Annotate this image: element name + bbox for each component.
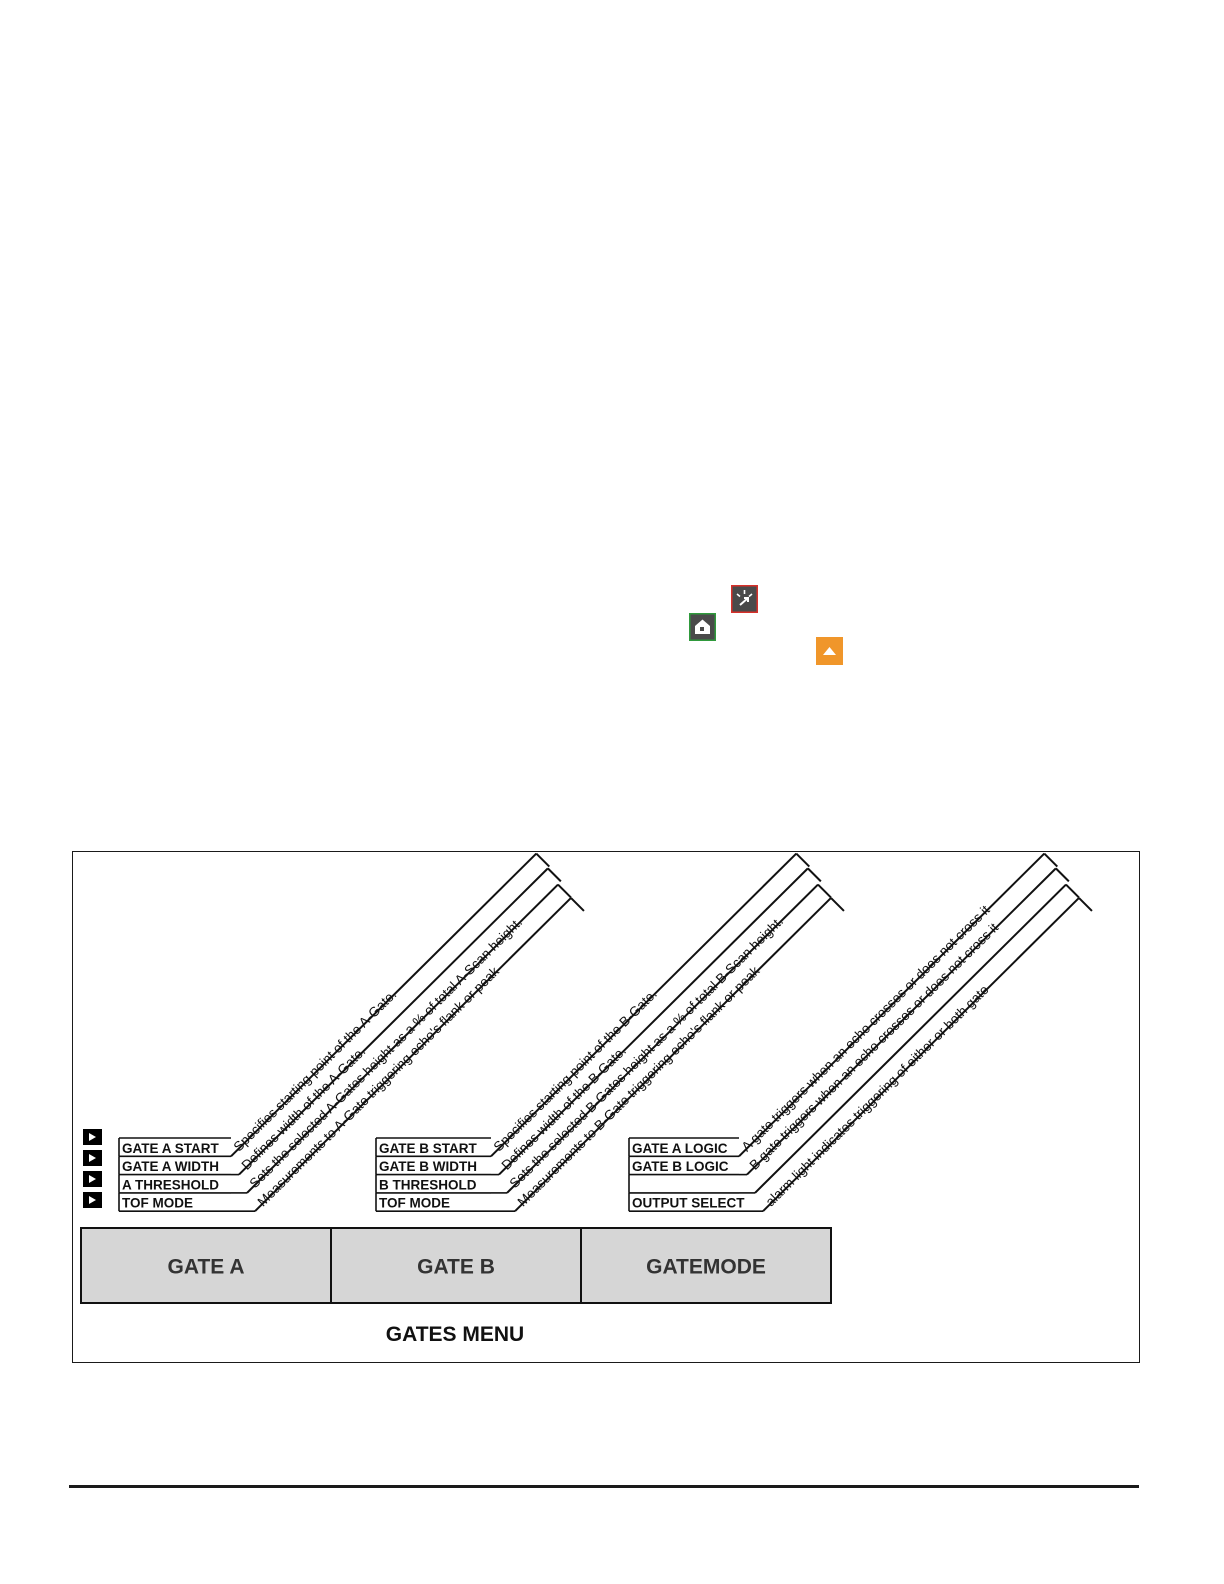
menu-item-label: GATE A WIDTH: [122, 1159, 219, 1174]
menu-item-label: A THRESHOLD: [122, 1177, 219, 1192]
leader-line: [498, 867, 809, 1176]
arrow-button[interactable]: [83, 1192, 102, 1208]
leader-line: [230, 852, 538, 1158]
softkey-2[interactable]: [580, 1227, 832, 1304]
leader-line: [738, 852, 1046, 1158]
softkey-0[interactable]: [80, 1227, 332, 1304]
menu-item-label: TOF MODE: [122, 1196, 193, 1211]
leader-line: [754, 883, 1067, 1194]
leader-line: [238, 867, 549, 1176]
leader-line: [762, 897, 1080, 1212]
footer-rule: [69, 1485, 1139, 1488]
softkey-1[interactable]: [330, 1227, 582, 1304]
arrow-button[interactable]: [83, 1129, 102, 1145]
softkey-label: GATE A: [168, 1256, 245, 1279]
leader-cap: [535, 852, 551, 868]
gates-menu-title: GATES MENU: [386, 1323, 524, 1346]
leader-cap: [1055, 867, 1070, 883]
freeze-icon: [731, 585, 758, 613]
up-arrow-icon: [816, 637, 843, 665]
menu-item-label: GATE B WIDTH: [379, 1159, 477, 1174]
leader-line: [506, 883, 819, 1194]
leader-line: [490, 852, 798, 1158]
home-icon: [689, 613, 716, 641]
leader-line: [254, 897, 572, 1212]
leader-cap: [570, 897, 585, 912]
leader-cap: [817, 883, 832, 899]
arrow-button[interactable]: [83, 1150, 102, 1166]
menu-item-label: GATE A LOGIC: [632, 1141, 728, 1156]
menu-item-label: OUTPUT SELECT: [632, 1196, 745, 1211]
leader-cap: [1043, 852, 1059, 868]
menu-item-label: GATE B START: [379, 1141, 477, 1156]
softkey-label: GATE B: [417, 1256, 495, 1279]
arrow-button[interactable]: [83, 1171, 102, 1187]
leader-cap: [1078, 897, 1093, 912]
leader-line: [746, 867, 1057, 1176]
leader-line: [246, 883, 559, 1194]
leader-cap: [795, 852, 811, 868]
softkey-label: GATEMODE: [646, 1256, 766, 1279]
item-description: B gate triggers when an echo crosses or …: [747, 920, 1002, 1173]
leader-cap: [807, 867, 822, 883]
leader-line: [514, 897, 832, 1212]
menu-item-label: GATE A START: [122, 1141, 219, 1156]
leader-cap: [547, 867, 562, 883]
leader-cap: [1065, 883, 1080, 899]
leader-cap: [830, 897, 845, 912]
menu-item-label: GATE B LOGIC: [632, 1159, 729, 1174]
menu-item-label: B THRESHOLD: [379, 1177, 477, 1192]
leader-cap: [557, 883, 572, 899]
menu-item-label: TOF MODE: [379, 1196, 450, 1211]
